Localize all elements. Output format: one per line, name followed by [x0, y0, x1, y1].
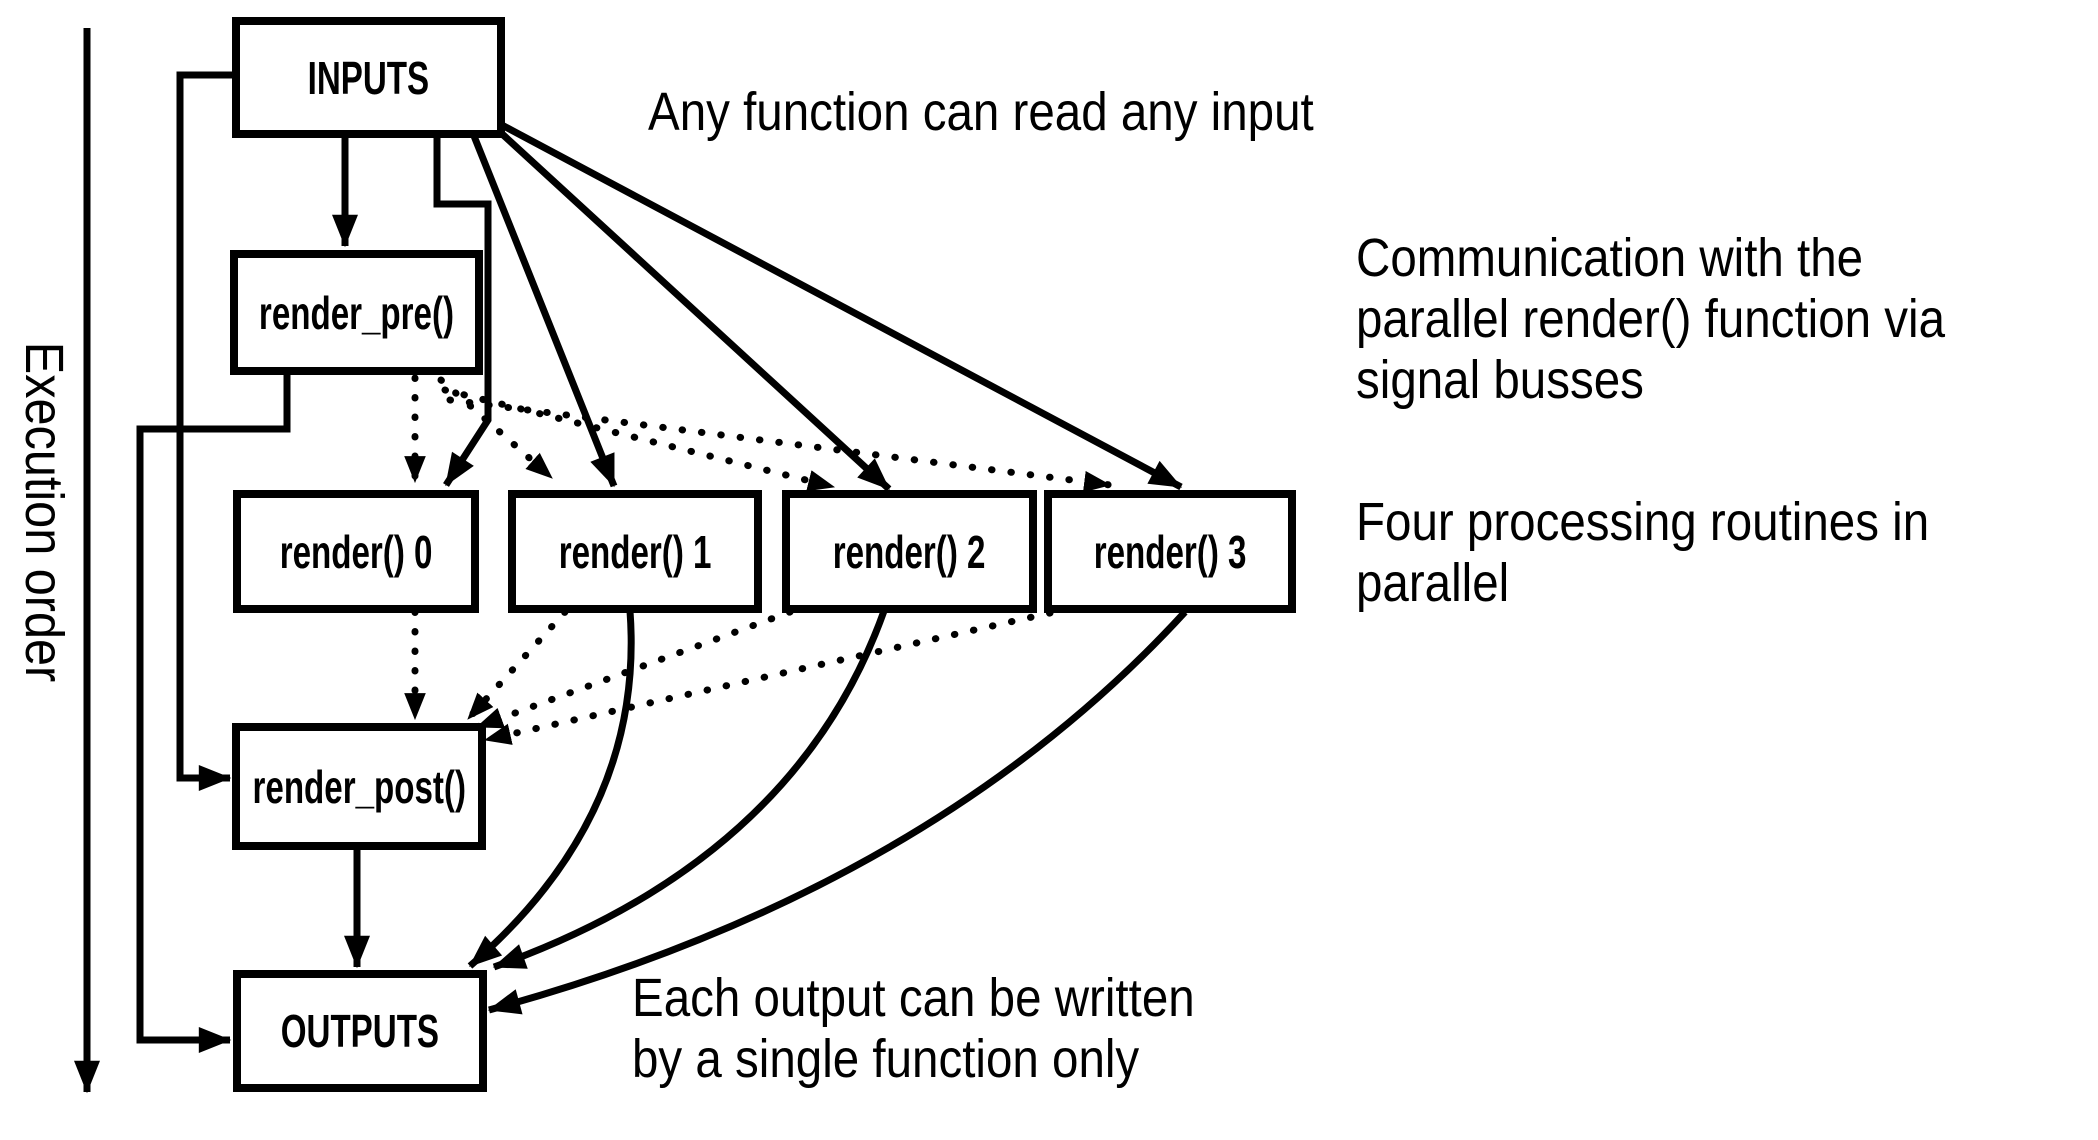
- render-pre-box: [230, 250, 483, 375]
- outputs-box: [233, 970, 487, 1092]
- outputs-note-line: Each output can be written: [632, 968, 1195, 1028]
- arrow-inputs-to-render3: [498, 120, 1183, 491]
- render3-box: [1044, 490, 1296, 613]
- inputs-box: [232, 17, 505, 138]
- render2-box: [782, 490, 1037, 613]
- bus-render-pre-to-render3: [446, 396, 1114, 493]
- signal-bus-note: Communication with the parallel render()…: [1356, 228, 1945, 411]
- arrow-render2-to-outputs: [492, 609, 888, 971]
- parallel-note: Four processing routines in parallel: [1356, 492, 1929, 614]
- signal-bus-note-line: parallel render() function via: [1356, 289, 1946, 349]
- bus-render2-to-render-post: [473, 608, 794, 731]
- render1-box: [508, 490, 762, 613]
- outputs-note-line: by a single function only: [632, 1029, 1140, 1089]
- bus-render-pre-to-render2: [441, 386, 838, 492]
- arrow-inputs-to-render0: [433, 136, 492, 487]
- outputs-note: Each output can be written by a single f…: [632, 968, 1195, 1090]
- render-post-box: [232, 723, 486, 850]
- signal-bus-note-line: Communication with the: [1356, 228, 1864, 288]
- arrow-render-pre-to-outputs: [136, 372, 291, 1053]
- signal-bus-note-line: signal busses: [1356, 350, 1644, 410]
- parallel-note-line: Four processing routines in: [1356, 492, 1930, 552]
- render0-box: [233, 490, 479, 613]
- inputs-note-line: Any function can read any input: [648, 82, 1314, 142]
- arrow-render3-to-outputs: [487, 609, 1188, 1015]
- inputs-note: Any function can read any input: [648, 82, 1314, 143]
- bus-render3-to-render-post: [481, 609, 1054, 745]
- bus-render1-to-render-post: [464, 608, 569, 723]
- arrow-render1-to-outputs: [467, 610, 635, 969]
- arrow-inputs-to-render2: [497, 129, 892, 492]
- arrow-inputs-to-render1: [470, 134, 618, 488]
- execution-order-label: Execution order: [14, 341, 74, 683]
- parallel-note-line: parallel: [1356, 553, 1510, 613]
